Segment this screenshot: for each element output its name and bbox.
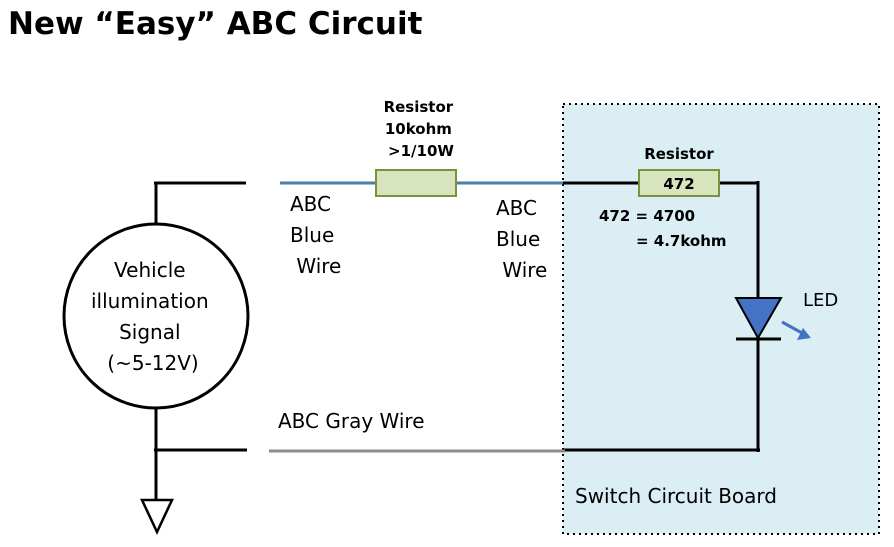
- ground-symbol: [140, 498, 174, 535]
- resistor-472-note: 472 = 4700 = 4.7kohm: [599, 207, 727, 250]
- led-light-arrow-icon: [781, 320, 803, 335]
- blue-wire-left-label: ABC Blue Wire: [290, 192, 341, 278]
- gray-wire-label: ABC Gray Wire: [278, 409, 425, 433]
- signal-source-label: Vehicle illumination Signal (~5-12V): [91, 258, 215, 375]
- resistor-472-code: 472: [663, 175, 694, 193]
- led-diode-symbol: [734, 297, 783, 341]
- resistor-472: [638, 169, 720, 197]
- led-light-arrowhead-icon: [797, 328, 811, 340]
- page-title: New “Easy” ABC Circuit: [8, 6, 423, 42]
- signal-source-circle: [62, 222, 250, 410]
- switch-circuit-board-region: [562, 103, 880, 535]
- blue-wire-right-label: ABC Blue Wire: [496, 196, 547, 282]
- resistor-10kohm: [375, 169, 457, 197]
- led-label: LED: [803, 290, 838, 311]
- resistor-10kohm-label: Resistor 10kohm >1/10W: [384, 98, 459, 160]
- resistor-472-label: Resistor: [644, 145, 714, 163]
- switch-circuit-board-label: Switch Circuit Board: [575, 484, 777, 508]
